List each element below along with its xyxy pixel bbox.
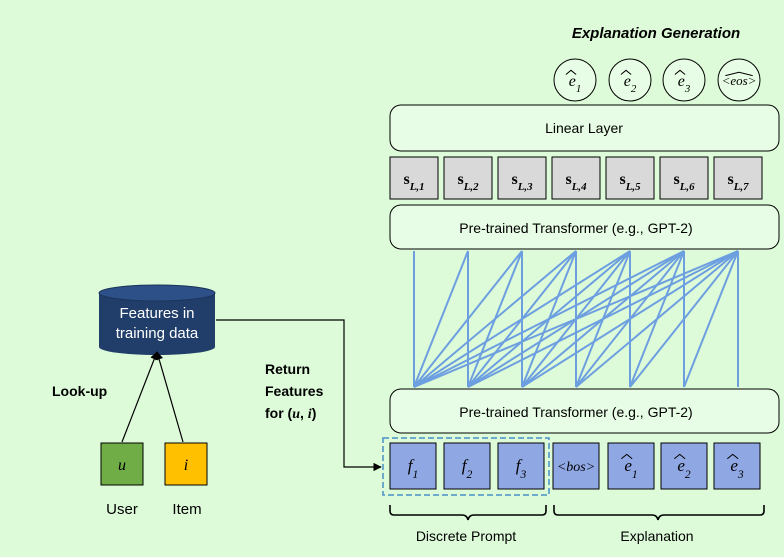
discrete-prompt-brace [389,505,547,521]
transformer-bottom-box [389,388,780,434]
hidden-state-box [389,156,439,200]
discrete-prompt-label: Discrete Prompt [416,528,516,544]
output-token-circle [608,58,652,102]
output-token-circle [717,58,761,102]
input-token-box [497,442,545,490]
hidden-state-label: sL,4 [565,171,587,193]
output-token-circle [662,58,706,102]
output-token-label: e3 [678,73,691,95]
hidden-states: sL,1 sL,2 sL,3 sL,4 sL,5 sL,6 sL,7 [389,156,763,200]
user-label: User [106,501,138,518]
attention-line [683,250,739,388]
attention-line [467,250,739,388]
input-token-label: <bos> [557,460,595,475]
explanation-brace [553,505,765,521]
input-token-box [443,442,491,490]
output-tokens: e1 e2 e3 <eos> [553,58,761,102]
input-token-label: f2 [462,456,473,481]
linear-layer-label: Linear Layer [545,120,623,136]
discrete-prompt-outline [382,437,550,496]
output-token-label: e1 [569,73,582,95]
hidden-state-box [443,156,493,200]
hidden-state-box [497,156,547,200]
return-features-arrow [216,319,382,472]
lookup-label: Look-up [52,383,107,399]
hidden-state-label: sL,3 [511,171,533,193]
transformer-top-label: Pre-trained Transformer (e.g., GPT-2) [459,220,692,236]
hat-accent [565,69,577,75]
hidden-state-label: sL,7 [727,171,749,193]
hidden-state-box [713,156,763,200]
input-token-box [607,442,655,490]
attention-line [521,250,739,388]
hidden-state-label: sL,6 [673,171,695,193]
output-token-circle [553,58,597,102]
input-tokens: f1 f2 f3 <bos> e1 e2 e3 [389,442,761,490]
input-token-box [389,442,437,490]
hidden-state-box [659,156,709,200]
hat-accent [620,453,633,460]
hidden-state-box [551,156,601,200]
output-token-label: <eos> [722,73,757,88]
attention-line [413,250,685,388]
input-token-label: e3 [730,456,744,481]
hat-accent [673,453,686,460]
return-label-line1: Return [265,361,310,377]
attention-line [413,250,577,388]
attention-line [629,250,739,388]
input-token-box [660,442,708,490]
hat-accent [726,453,739,460]
attention-line [413,250,469,388]
diagram-title: Explanation Generation [572,25,740,42]
hidden-state-label: sL,2 [457,171,479,193]
explanation-label: Explanation [620,528,693,544]
output-token-label: e2 [624,73,637,95]
hidden-state-box [605,156,655,200]
attention-line [413,250,631,388]
attention-line [413,250,523,388]
input-token-label: f1 [408,456,419,481]
hidden-state-label: sL,5 [619,171,641,193]
hat-accent [674,69,686,75]
item-lookup-arrow [155,351,184,443]
database-label-line1: Features in [119,305,194,322]
attention-connections [413,250,739,388]
item-box [164,442,208,486]
input-token-box [552,442,600,490]
input-token-label: e2 [677,456,691,481]
database-cylinder-icon [98,284,216,355]
database-label-line2: training data [116,325,199,342]
hidden-state-label: sL,1 [403,171,424,193]
transformer-bottom-label: Pre-trained Transformer (e.g., GPT-2) [459,404,692,420]
return-label-line2: Features [265,383,324,399]
attention-line [575,250,739,388]
user-symbol: u [118,457,126,474]
user-lookup-arrow [121,351,159,443]
item-label: Item [172,501,201,518]
input-token-label: f3 [516,456,527,481]
hat-accent [620,69,632,75]
return-label-line3: for (u, i) [265,405,316,422]
hat-accent [725,71,753,77]
user-box [100,442,144,486]
input-token-box [713,442,761,490]
linear-layer-box [389,104,780,152]
attention-line [413,250,739,388]
transformer-top-box [389,204,780,250]
input-token-label: e1 [624,456,637,481]
item-symbol: i [184,457,188,474]
